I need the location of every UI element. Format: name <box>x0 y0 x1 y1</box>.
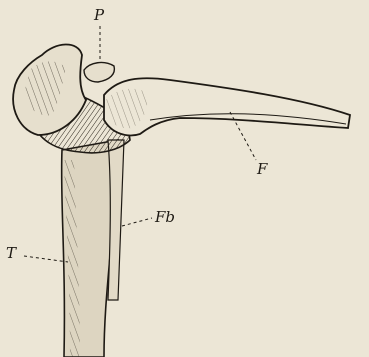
patella <box>84 63 114 82</box>
leader-t <box>24 256 68 262</box>
fibula <box>108 140 124 300</box>
label-p: P <box>94 8 104 23</box>
label-f: F <box>257 162 267 177</box>
leader-fb <box>122 218 152 226</box>
label-fb: Fb <box>155 210 175 225</box>
label-t: T <box>6 246 16 261</box>
